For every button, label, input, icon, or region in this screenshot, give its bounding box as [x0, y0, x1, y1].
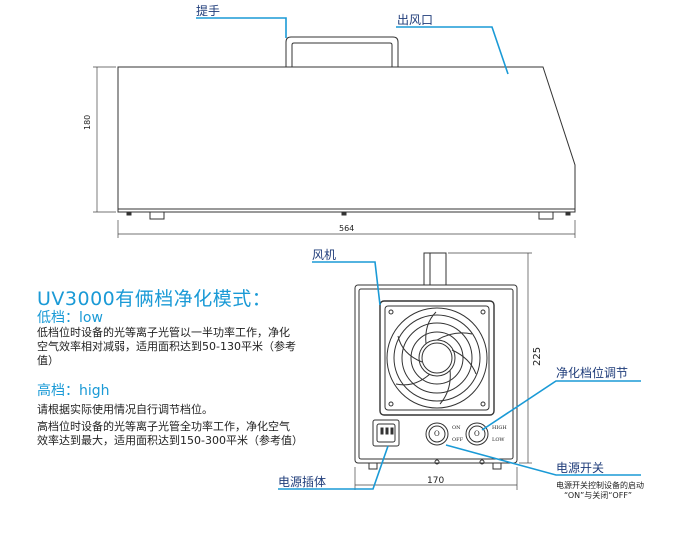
high-mode-hint: 请根据实际使用情况自行调节档位。	[37, 403, 213, 416]
fan-label: 风机	[312, 248, 337, 262]
callout-line-purify	[481, 380, 641, 431]
handle-inner	[291, 42, 393, 67]
side-foot-right	[538, 211, 554, 220]
callout-line-switch	[445, 444, 641, 476]
fan-guard	[379, 300, 495, 416]
mode-knob	[465, 422, 489, 446]
front-view	[354, 252, 518, 470]
power-socket-label: 电源插体	[278, 475, 327, 489]
purify-adjust-label: 净化档位调节	[556, 366, 629, 380]
switch-note-line2: “ON”与关闭“OFF”	[564, 491, 633, 500]
handle-outline	[285, 36, 399, 67]
callout-line-socket	[278, 445, 389, 490]
switch-note-line1: 电源开关控制设备的启动	[556, 481, 644, 490]
low-mode-title: 低档：low	[37, 310, 103, 326]
side-foot-left	[149, 211, 165, 220]
power-knob-glyph: O	[434, 430, 440, 438]
front-handle	[423, 252, 447, 286]
high-mode-text: 高档位时设备的光等离子光管全功率工作，净化空气效率达到最大，适用面积达到150-…	[37, 420, 303, 447]
side-view	[117, 36, 576, 220]
mode-knob-glyph: O	[474, 430, 480, 438]
front-body	[354, 284, 518, 464]
panel-on-label: ON	[452, 425, 461, 431]
callout-line-fan	[312, 261, 381, 306]
air-outlet-label: 出风口	[397, 13, 434, 27]
dim-side-width: 564	[339, 224, 355, 233]
panel-high-label: HIGH	[492, 425, 507, 431]
handle-label: 提手	[196, 4, 221, 18]
high-mode-title: 高档：high	[37, 383, 110, 399]
power-knob	[425, 422, 449, 446]
panel-off-label: OFF	[452, 437, 464, 443]
dim-front-height: 225	[532, 346, 543, 366]
dim-front-width: 170	[427, 476, 445, 486]
side-body	[117, 66, 576, 213]
callout-line-outlet	[396, 26, 509, 75]
power-switch-label: 电源开关	[556, 461, 605, 475]
modes-title: UV3000有俩档净化模式：	[37, 288, 272, 310]
dim-side-height: 180	[83, 114, 92, 130]
power-socket	[372, 419, 400, 447]
callout-line-handle	[196, 17, 287, 38]
panel-low-label: LOW	[492, 437, 505, 443]
switch-note: 电源开关控制设备的启动 “ON”与关闭“OFF”	[556, 481, 644, 501]
low-mode-text: 低档位时设备的光等离子光管以一半功率工作，净化空气效率相对减弱，适用面积达到50…	[37, 326, 296, 367]
